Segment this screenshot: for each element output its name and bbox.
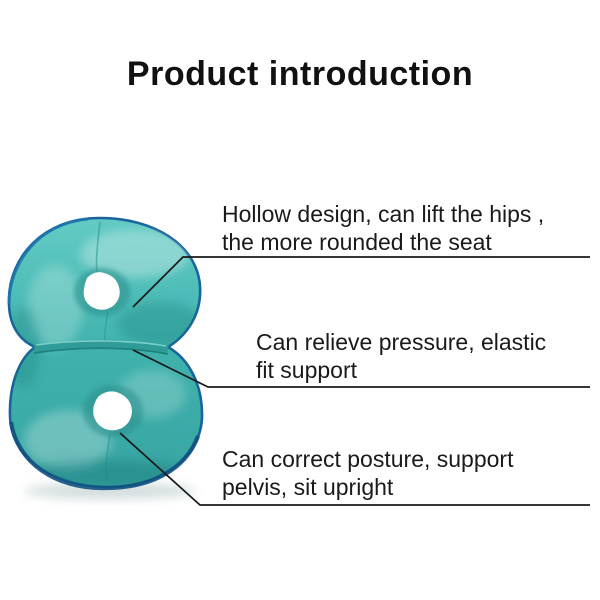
page-title: Product introduction — [126, 55, 474, 93]
upper-hole — [83, 272, 120, 310]
callout-text-relieve-pressure: Can relieve pressure, elastic fit suppor… — [256, 328, 546, 384]
callout-text-line: the more rounded the seat — [222, 229, 492, 255]
product-image — [7, 216, 204, 499]
lower-hole — [93, 391, 132, 431]
top-left-piping — [7, 217, 89, 305]
cushion-seam — [33, 339, 169, 355]
callout-text-correct-posture: Can correct posture, support pelvis, sit… — [222, 445, 513, 501]
crease-bottom — [105, 433, 111, 481]
callout-text-line: pelvis, sit upright — [222, 474, 394, 500]
callout-text-line: Hollow design, can lift the hips , — [222, 201, 545, 227]
cushion-seam-highlight — [35, 340, 167, 347]
callout-text-line: fit support — [256, 357, 357, 383]
callout-text-line: Can relieve pressure, elastic — [256, 329, 547, 355]
highlight-left — [27, 265, 83, 349]
callout-text-hollow-design: Hollow design, can lift the hips , the m… — [222, 200, 544, 256]
shade-upper — [118, 302, 202, 346]
callout-text-line: Can correct posture, support — [222, 446, 514, 472]
